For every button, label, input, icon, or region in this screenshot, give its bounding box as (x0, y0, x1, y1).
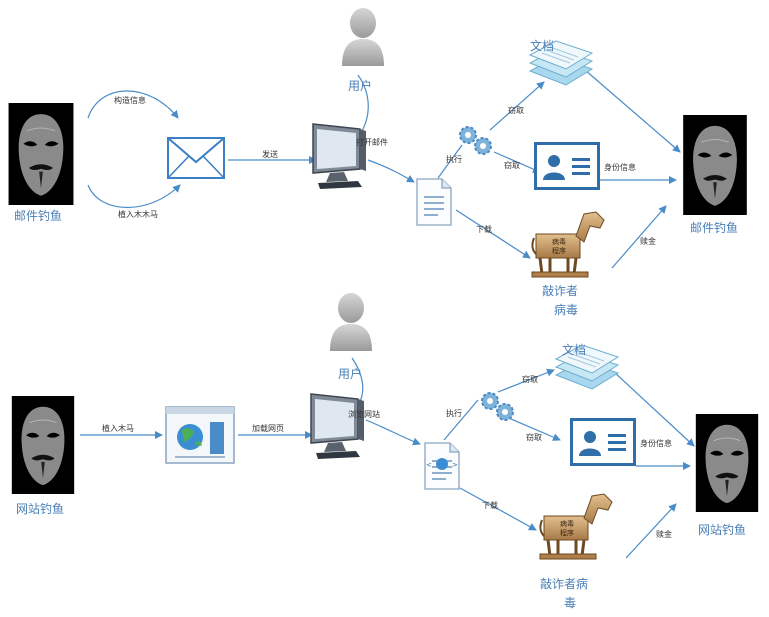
target-mask-icon (695, 414, 759, 512)
bottom-doc-label: 文档 (562, 342, 586, 357)
envelope-icon (167, 137, 225, 179)
edge-browse-arrow (365, 419, 421, 446)
top-edge-send-label: 发送 (262, 149, 278, 159)
top-edge-steal-id-label: 窃取 (504, 160, 520, 170)
edge-ransom-arrow (625, 503, 677, 559)
id-card-icon (570, 418, 636, 466)
svg-text:程序: 程序 (560, 528, 574, 537)
file-icon (416, 178, 452, 226)
anonymous-mask-icon (8, 103, 74, 205)
trojan-horse-icon: 病毒 程序 (538, 492, 614, 561)
bottom-edge-load-label: 加载网页 (252, 423, 284, 433)
top-attacker-label: 邮件钓鱼 (14, 209, 62, 223)
bottom-target-label: 网站钓鱼 (698, 523, 746, 537)
edge-steal-doc-arrow (497, 368, 555, 393)
top-target-label: 邮件钓鱼 (690, 221, 738, 235)
top-edge-ransom-label: 赎金 (640, 236, 656, 246)
edge-steal-id-arrow (503, 415, 561, 441)
edge-implant-arrow (87, 184, 181, 209)
edge-execute-line (443, 399, 479, 441)
gears-icon (480, 391, 515, 422)
bottom-edge-browse-label: 浏览网站 (348, 409, 380, 419)
edge-steal-doc-arrow (489, 81, 545, 131)
user-silhouette-icon (342, 8, 384, 66)
target-mask-icon (682, 115, 748, 215)
trojan-horse-icon: 病毒 程序 (530, 210, 606, 279)
svg-text:病毒: 病毒 (560, 519, 574, 528)
edge-open-arrow (367, 159, 415, 183)
top-edges (87, 69, 681, 269)
bottom-virus-label-2: 毒 (564, 596, 576, 610)
edge-download-arrow (459, 487, 537, 531)
bottom-edge-download-label: 下载 (482, 500, 498, 510)
top-virus-label-2: 病毒 (554, 302, 578, 317)
svg-text:病毒: 病毒 (552, 237, 566, 246)
edge-construct-arrow (87, 90, 179, 119)
top-edge-download-label: 下载 (476, 224, 492, 234)
bottom-edges (80, 357, 695, 559)
top-section: 邮件钓鱼 用户 文档 身份信息 病毒 程序 敲诈者 病毒 邮件钓鱼 构造信息 植… (8, 8, 748, 317)
bottom-edge-steal-doc-label: 窃取 (522, 374, 538, 384)
monitor-icon (312, 123, 367, 190)
svg-text:>: > (452, 461, 458, 469)
anonymous-mask-icon (11, 396, 75, 494)
bottom-edge-implant-label: 植入木马 (102, 423, 134, 433)
edge-execute-line (437, 144, 463, 179)
bottom-virus-label-1: 敲诈者病 (540, 576, 588, 591)
svg-text:程序: 程序 (552, 246, 566, 255)
webfile-icon: < > (424, 442, 460, 490)
top-edge-construct-label: 构造信息 (114, 95, 146, 105)
bottom-attacker-label: 网站钓鱼 (16, 502, 64, 516)
edge-ransom-arrow (611, 205, 667, 269)
edge-doc-to-attacker-arrow (613, 371, 695, 447)
top-user-label: 用户 (348, 78, 372, 93)
bottom-edge-steal-id-label: 窃取 (526, 432, 542, 442)
top-doc-label: 文档 (530, 38, 554, 53)
bottom-user-label: 用户 (338, 366, 362, 381)
edge-steal-id-arrow (493, 151, 541, 173)
gears-icon (458, 125, 493, 156)
edge-doc-to-attacker-arrow (584, 69, 681, 153)
monitor-icon (310, 393, 365, 460)
bottom-id-label: 身份信息 (640, 438, 672, 448)
user-silhouette-icon (330, 293, 372, 351)
bottom-edge-execute-label: 执行 (446, 408, 462, 418)
id-card-icon (534, 142, 600, 190)
bottom-edge-ransom-label: 赎金 (656, 529, 672, 539)
top-edge-execute-label: 执行 (446, 154, 462, 164)
top-id-label: 身份信息 (604, 162, 636, 172)
edge-download-arrow (455, 209, 531, 259)
top-edge-implant-label: 植入木木马 (118, 209, 158, 219)
webpage-globe-icon (165, 406, 235, 464)
top-virus-label-1: 敲诈者 (542, 283, 578, 298)
bottom-section: 网站钓鱼 用户 < > 文档 身份信息 病毒 程序 敲诈者病 毒 (11, 293, 759, 610)
top-edge-open-label: 打开邮件 (356, 137, 388, 147)
top-edge-steal-doc-label: 窃取 (508, 105, 524, 115)
svg-text:<: < (426, 461, 432, 469)
